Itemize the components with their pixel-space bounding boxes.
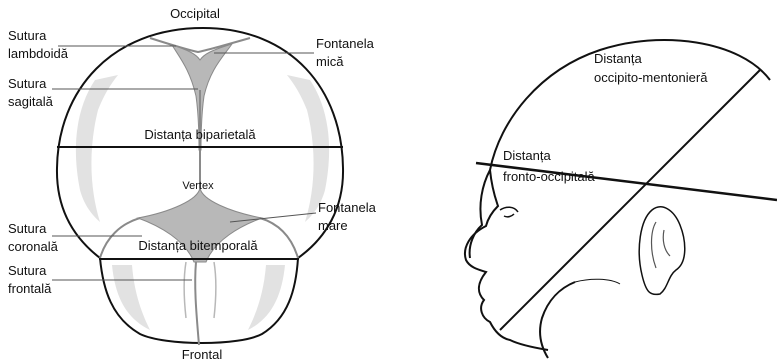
label-fontanela-mare-1: Fontanela — [318, 200, 377, 215]
label-sutura-lambdoida-2: lambdoidă — [8, 46, 69, 61]
label-distanta-fo-2: fronto-occipitală — [503, 169, 596, 184]
label-sutura-frontala-2: frontală — [8, 281, 52, 296]
label-sutura-coronala-1: Sutura — [8, 221, 47, 236]
eye — [500, 207, 518, 217]
label-distanta-bitemporala: Distanța bitemporală — [138, 238, 258, 253]
label-sutura-sagitala-1: Sutura — [8, 76, 47, 91]
head-side-view: Distanța occipito-mentonieră Distanța fr… — [465, 40, 777, 358]
occipito-mentoniera-line — [500, 70, 760, 330]
label-sutura-sagitala-2: sagitală — [8, 94, 54, 109]
hairline — [575, 279, 620, 284]
label-fontanela-mica-1: Fontanela — [316, 36, 375, 51]
label-distanta-biparietala: Distanța biparietală — [144, 127, 256, 142]
ear — [639, 207, 685, 295]
label-fontanela-mare-2: mare — [318, 218, 348, 233]
label-sutura-lambdoida-1: Sutura — [8, 28, 47, 43]
head-outline — [470, 40, 770, 358]
label-fontanela-mica-2: mică — [316, 54, 344, 69]
label-sutura-coronala-2: coronală — [8, 239, 59, 254]
label-distanta-fo-1: Distanța — [503, 148, 551, 163]
label-distanta-om-1: Distanța — [594, 51, 642, 66]
label-distanta-om-2: occipito-mentonieră — [594, 70, 708, 85]
label-vertex: Vertex — [182, 180, 214, 192]
skull-top-view: Occipital Frontal Vertex Sutura lambdoid… — [8, 6, 377, 362]
label-occipital: Occipital — [170, 6, 220, 21]
label-sutura-frontala-1: Sutura — [8, 263, 47, 278]
label-frontal: Frontal — [182, 347, 223, 362]
